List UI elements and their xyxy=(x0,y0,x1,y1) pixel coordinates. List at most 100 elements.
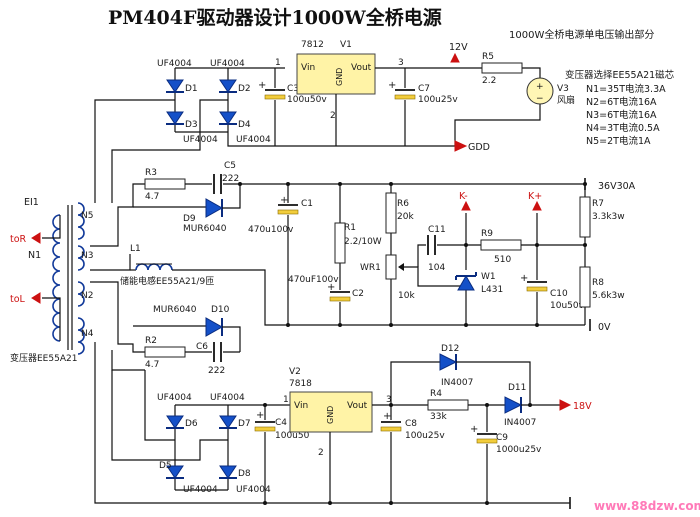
d9-part: MUR6040 xyxy=(183,224,227,234)
d1-ref: D1 xyxy=(185,84,198,94)
diode-d12 xyxy=(439,353,458,371)
d5-ref: D5 xyxy=(159,461,172,471)
r1-ref: R1 xyxy=(344,223,356,233)
c1-value: 470u100v xyxy=(248,225,294,235)
note-n2: N2=6T电流16A xyxy=(586,96,657,108)
capacitor-c11 xyxy=(427,235,436,255)
c9-ref: C9 xyxy=(496,433,508,443)
c9-value: 1000u25v xyxy=(496,445,542,455)
r6-value: 20k xyxy=(397,212,414,222)
c5-value: 222 xyxy=(222,174,239,184)
r9-ref: R9 xyxy=(481,229,493,239)
d6-ref: D6 xyxy=(185,419,198,429)
diode-d8 xyxy=(219,465,237,479)
d7-ref: D7 xyxy=(238,419,251,429)
w1-value: L431 xyxy=(481,285,503,295)
r3-ref: R3 xyxy=(145,168,157,178)
v1-pin-in: Vin xyxy=(301,63,315,73)
gdd-arrow xyxy=(454,140,468,152)
v1-pin3: 3 xyxy=(398,58,404,68)
r3-value: 4.7 xyxy=(145,192,159,202)
c1-ref: C1 xyxy=(301,199,313,209)
main-rectifier-section: R3 4.7 C5 222 D9 MUR6040 L1 储能电感EE55A21/… xyxy=(120,161,636,376)
d10-part: MUR6040 xyxy=(153,305,197,315)
v18-label: 18V xyxy=(573,401,592,412)
resistor-r8 xyxy=(579,266,591,308)
winding-n2: N2 xyxy=(81,291,93,301)
c3-plus: + xyxy=(258,80,266,91)
d3-ref: D3 xyxy=(185,120,198,130)
zero-label: 0V xyxy=(598,322,611,333)
resistor-r3 xyxy=(144,178,186,190)
v1-pin2: 2 xyxy=(330,111,336,121)
c2-plus: + xyxy=(327,282,335,293)
v2-pin-gnd: GND xyxy=(326,406,335,424)
d8-ref: D8 xyxy=(238,469,251,479)
v2-pin2: 2 xyxy=(318,448,324,458)
d10-ref: D10 xyxy=(211,305,230,315)
r6-ref: R6 xyxy=(397,199,409,209)
capacitor-c8 xyxy=(380,421,402,432)
resistor-r2 xyxy=(144,346,186,358)
tl431-w1 xyxy=(455,272,477,291)
r4-ref: R4 xyxy=(430,389,442,399)
c3-ref: C3 xyxy=(287,84,299,94)
d2-ref: D2 xyxy=(238,84,251,94)
c4-plus: + xyxy=(256,410,264,421)
c8-ref: C8 xyxy=(405,419,417,429)
wr1-ref: WR1 xyxy=(360,263,381,273)
c10-ref: C10 xyxy=(550,289,568,299)
note-n1: N1=35T电流3.3A xyxy=(586,83,666,95)
d12-ref: D12 xyxy=(441,344,459,354)
subtitle: 1000W全桥电源单电压输出部分 xyxy=(509,28,654,41)
r7-value: 3.3k3w xyxy=(592,212,625,222)
v1-ref: V1 xyxy=(340,40,352,50)
d11-ref: D11 xyxy=(508,383,526,393)
r9-value: 510 xyxy=(494,255,511,265)
r7-ref: R7 xyxy=(592,199,604,209)
regulator-v2 xyxy=(289,391,373,433)
note-header: 变压器选择EE55A21磁芯 xyxy=(565,69,675,81)
d8-part: UF4004 xyxy=(236,485,271,495)
diode-d5 xyxy=(166,465,184,479)
v1-part: 7812 xyxy=(301,40,324,50)
transformer-notes: 变压器选择EE55A21磁芯 N1=35T电流3.3A N2=6T电流16A N… xyxy=(565,69,675,147)
fan-minus: − xyxy=(536,94,544,104)
c7-value: 100u25v xyxy=(418,95,458,105)
l1-ref: L1 xyxy=(130,244,141,254)
pot-wr1 xyxy=(385,254,397,280)
r4-value: 33k xyxy=(430,412,447,422)
c3-value: 100u50v xyxy=(287,95,327,105)
bottom-rectifier-section: UF4004 UF4004 D6 D7 D5 D8 UF4004 UF4004 … xyxy=(111,344,592,509)
fan-plus: + xyxy=(536,82,544,92)
diode-d10 xyxy=(205,317,224,337)
kplus-arrow xyxy=(532,200,542,211)
pot-wiper xyxy=(398,263,404,271)
r8-value: 5.6k3w xyxy=(592,291,625,301)
v2-ref: V2 xyxy=(289,367,301,377)
input-tol: toL xyxy=(10,294,26,305)
capacitor-c7 xyxy=(394,89,416,100)
top-rectifier-section: UF4004 UF4004 D1 D2 D3 D4 UF4004 UF4004 … xyxy=(94,40,575,203)
d11-part: IN4007 xyxy=(504,418,536,428)
r2-value: 4.7 xyxy=(145,360,159,370)
v18-arrow xyxy=(559,399,572,411)
c2-value: 470uF100v xyxy=(288,275,339,285)
resistor-r1 xyxy=(334,222,346,264)
diode-d2 xyxy=(219,79,237,93)
c7-plus: + xyxy=(388,80,396,91)
capacitor-c10 xyxy=(526,281,548,292)
r8-ref: R8 xyxy=(592,278,604,288)
capacitor-c9 xyxy=(476,433,498,444)
c4-ref: C4 xyxy=(275,418,287,428)
page-title: PM404F驱动器设计1000W全桥电源 xyxy=(108,6,442,29)
r5-ref: R5 xyxy=(482,52,494,62)
note-n5: N5=2T电流1A xyxy=(586,135,651,147)
v1-pin-gnd: GND xyxy=(335,68,344,86)
d4-part: UF4004 xyxy=(236,135,271,145)
capacitor-c5 xyxy=(213,174,222,194)
diode-d9 xyxy=(205,198,224,218)
d6-part: UF4004 xyxy=(157,393,192,403)
diode-d6 xyxy=(166,415,184,429)
c8-value: 100u25v xyxy=(405,431,445,441)
